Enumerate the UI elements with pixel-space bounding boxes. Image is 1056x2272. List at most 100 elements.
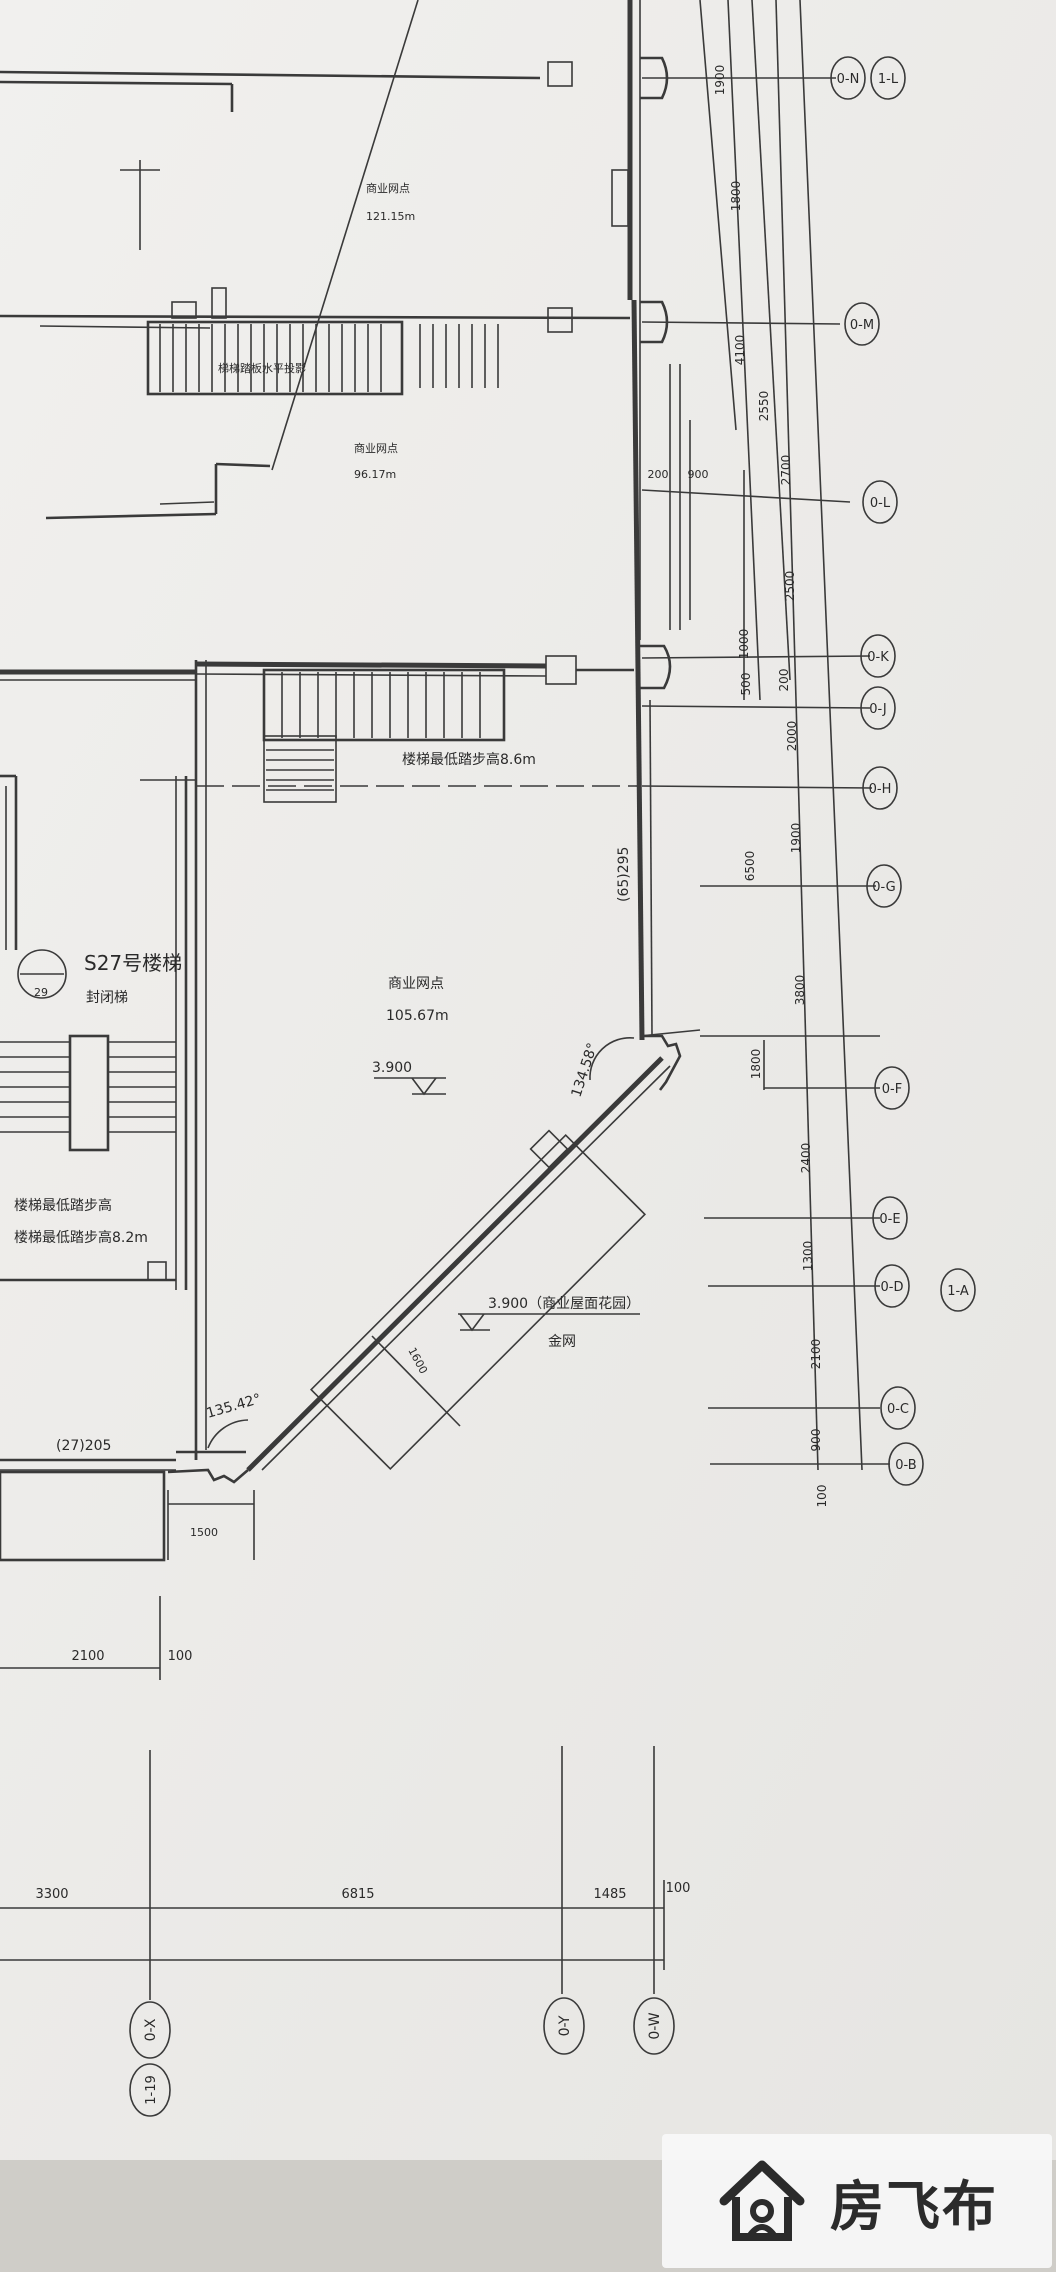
axis-bubbles-bottom: 0-X 0-Y 0-W 1-19: [129, 1997, 675, 2117]
shop-main-name: 商业网点: [388, 976, 444, 992]
dim-top-2: 4100: [733, 335, 747, 366]
level-symbols: [374, 1077, 640, 1332]
axis-bubble-1-l: 1-L: [870, 56, 906, 100]
shop-middle-area: 96.17m: [354, 468, 396, 481]
dim-top-0: 1900: [713, 65, 727, 96]
dim-right-8: 100: [815, 1485, 829, 1508]
axis-bubble-0-n: 0-N: [830, 56, 866, 100]
svg-text:0-E: 0-E: [879, 1212, 900, 1227]
svg-text:0-F: 0-F: [882, 1082, 902, 1097]
axis-bubble-0-x: 0-X: [129, 2001, 171, 2059]
svg-text:0-X: 0-X: [143, 2018, 159, 2041]
bottom-left-block: [0, 1450, 246, 1562]
dim-right-0: 6500: [743, 851, 757, 882]
svg-text:0-Y: 0-Y: [557, 2015, 573, 2036]
axis-bubble-0-e: 0-E: [872, 1196, 908, 1240]
dim-right-3: 1800: [749, 1049, 763, 1080]
stair-left-title: S27号楼梯: [84, 951, 182, 975]
svg-text:0-N: 0-N: [837, 72, 860, 87]
upper-walls: [0, 61, 631, 520]
dim-mid-v-3: 200: [777, 669, 791, 692]
axis-bubble-0-j: 0-J: [860, 686, 896, 730]
svg-text:0-G: 0-G: [872, 880, 896, 895]
dim-mid-v-2: 500: [739, 673, 753, 696]
axis-bubble-1-a: 1-A: [940, 1268, 976, 1312]
bottom-small: 1500: [190, 1526, 218, 1539]
axis-bubble-0-y: 0-Y: [543, 1997, 585, 2055]
axis-bubble-0-h: 0-H: [862, 766, 898, 810]
section-line: [271, 0, 419, 471]
axis-bubble-0-k: 0-K: [860, 634, 896, 678]
axis-bubbles-right: 0-N 0-M 0-L 0-K 0-J 0-H 0-G 0-F 0-E 0-D 0-C 0-B 1-L 1…: [830, 56, 976, 1486]
wall-bottom: (27)205: [56, 1438, 111, 1454]
dim-top-4: 2700: [779, 455, 793, 486]
dim-bottom-long-0: 3300: [35, 1887, 68, 1902]
svg-text:1-L: 1-L: [878, 72, 899, 87]
axis-bubble-0-w: 0-W: [633, 1997, 675, 2055]
dim-mid-v-0: 2500: [783, 571, 797, 602]
right-main-wall: [611, 0, 681, 1041]
dim-right-5: 1300: [801, 1241, 815, 1272]
svg-text:0-C: 0-C: [887, 1402, 909, 1417]
stair-left-note1: 楼梯最低踏步高: [14, 1197, 112, 1214]
dim-right-1: 1900: [789, 823, 803, 854]
dim-bottom-long-2: 1485: [593, 1887, 626, 1902]
dim-bottom-seg-0: 2100: [71, 1649, 104, 1664]
shop-upper-area: 121.15m: [366, 210, 415, 223]
house-logo-icon: [719, 2160, 805, 2241]
axis-bubble-0-l: 0-L: [862, 480, 898, 524]
svg-text:1-A: 1-A: [947, 1284, 969, 1299]
right-dim-lines: [641, 0, 890, 1471]
axis-bubble-0-c: 0-C: [880, 1386, 916, 1430]
dim-bottom-seg-1: 100: [168, 1649, 193, 1664]
svg-text:0-M: 0-M: [850, 318, 874, 333]
stair-left-note2: 楼梯最低踏步高8.2m: [14, 1229, 148, 1246]
shop-upper-name: 商业网点: [366, 181, 410, 195]
svg-text:0-L: 0-L: [870, 496, 891, 511]
dim-right-7: 900: [809, 1429, 823, 1452]
svg-text:0-H: 0-H: [869, 782, 892, 797]
diagonal-wall: [167, 1029, 701, 1484]
shop-middle-name: 商业网点: [354, 441, 398, 455]
dim-right-6: 2100: [809, 1339, 823, 1370]
dim-mid-h-1: 900: [688, 468, 709, 481]
svg-text:0-B: 0-B: [895, 1458, 916, 1473]
level-main: 3.900: [372, 1060, 412, 1076]
middle-wall: [0, 655, 634, 1460]
axis-bubble-0-d: 0-D: [874, 1264, 910, 1308]
dim-bottom-long-3: 100: [666, 1881, 691, 1896]
shop-main-area: 105.67m: [386, 1008, 449, 1024]
watermark-badge: 房飞布: [662, 2134, 1052, 2268]
axis-bubble-1-19: 1-19: [129, 2063, 171, 2117]
axis-bubble-0-g: 0-G: [866, 864, 902, 908]
stair-left-circle: 29: [34, 986, 48, 999]
stair-upper: [146, 320, 499, 396]
stair-left-sub: 封闭梯: [86, 990, 128, 1006]
dim-top-3: 2550: [757, 391, 771, 422]
paper-sheet: [0, 0, 1056, 2160]
level-terrace: 3.900（商业屋面花园）: [488, 1296, 640, 1312]
dim-top-1: 1800: [729, 181, 743, 212]
stair-upper-note: 梯梯踏板水平投影: [218, 361, 306, 375]
svg-text:1-19: 1-19: [144, 2075, 159, 2105]
svg-text:0-J: 0-J: [869, 702, 887, 717]
svg-text:0-D: 0-D: [881, 1280, 904, 1295]
svg-text:0-W: 0-W: [647, 2012, 663, 2039]
dim-bottom-long-1: 6815: [341, 1887, 374, 1902]
dim-mid-v-4: 2000: [785, 721, 799, 752]
stair-left: [0, 774, 196, 1290]
terrace-sub: 金网: [548, 1334, 576, 1350]
axis-bubble-0-f: 0-F: [874, 1066, 910, 1110]
stair-landing-note: 楼梯最低踏步高8.6m: [402, 751, 536, 768]
stair-middle: [262, 668, 506, 803]
svg-text:0-K: 0-K: [867, 650, 889, 665]
axis-bubble-0-m: 0-M: [844, 302, 880, 346]
axis-bubble-0-b: 0-B: [888, 1442, 924, 1486]
bottom-dim-lines: [0, 1490, 665, 2000]
dim-right-4: 2400: [799, 1143, 813, 1174]
watermark-brand: 房飞布: [830, 2174, 998, 2238]
dim-mid-h-0: 200: [648, 468, 669, 481]
wall-length: (65)295: [616, 847, 632, 902]
